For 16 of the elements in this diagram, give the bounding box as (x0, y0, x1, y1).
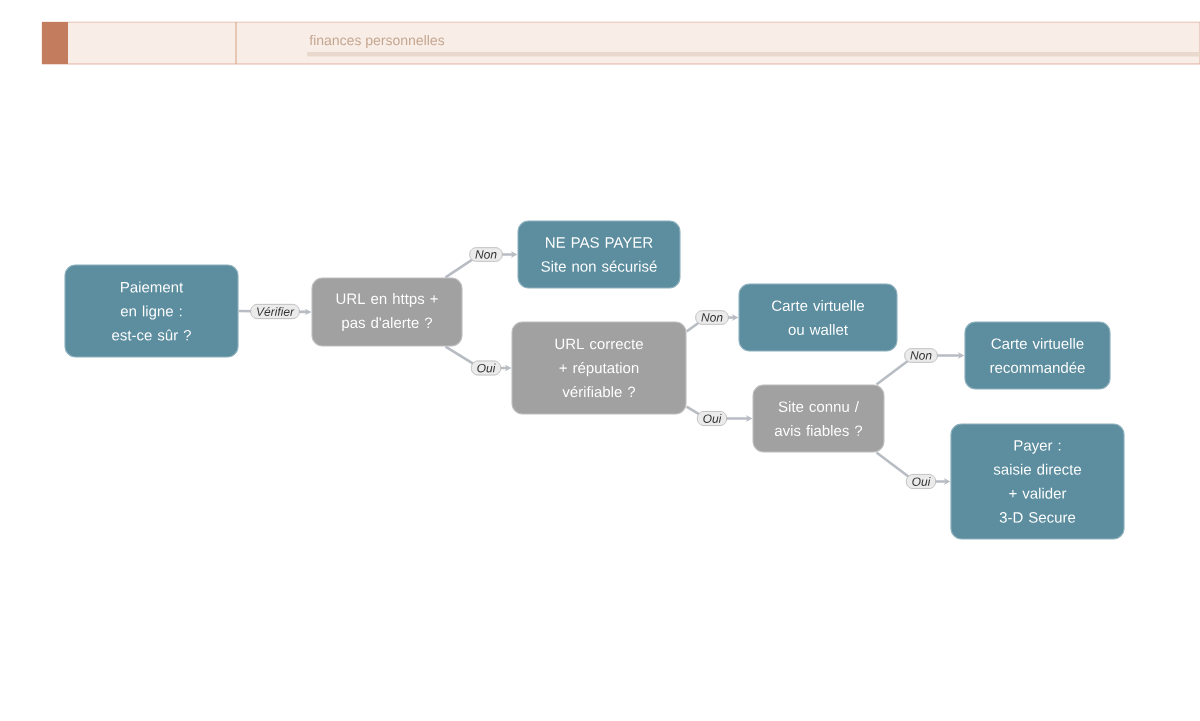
result-box: Payer : saisie directe + valider 3-D Secure (950, 423, 1125, 540)
decision-box: Site connu / avis fiables ? (752, 384, 885, 453)
edge-label: Non (469, 247, 503, 262)
edge-label: Oui (696, 411, 728, 426)
edge-label: Non (695, 310, 729, 325)
edge-label: Vérifier (250, 303, 300, 320)
decision-box: URL correcte + réputation vérifiable ? (511, 321, 687, 415)
result-box: Carte virtuelle recommandée (964, 321, 1111, 390)
decision-box: URL en https + pas d'alerte ? (311, 277, 463, 347)
edge-label: Oui (905, 474, 937, 489)
edge-label: Non (904, 348, 938, 363)
subtitle: finances personnelles (309, 35, 445, 49)
result-box: NE PAS PAYER Site non sécurisé (517, 220, 681, 289)
start-box: Paiement en ligne : est-ce sûr ? (64, 264, 239, 358)
edge-label: Oui (470, 360, 502, 376)
result-box: Carte virtuelle ou wallet (738, 283, 898, 352)
